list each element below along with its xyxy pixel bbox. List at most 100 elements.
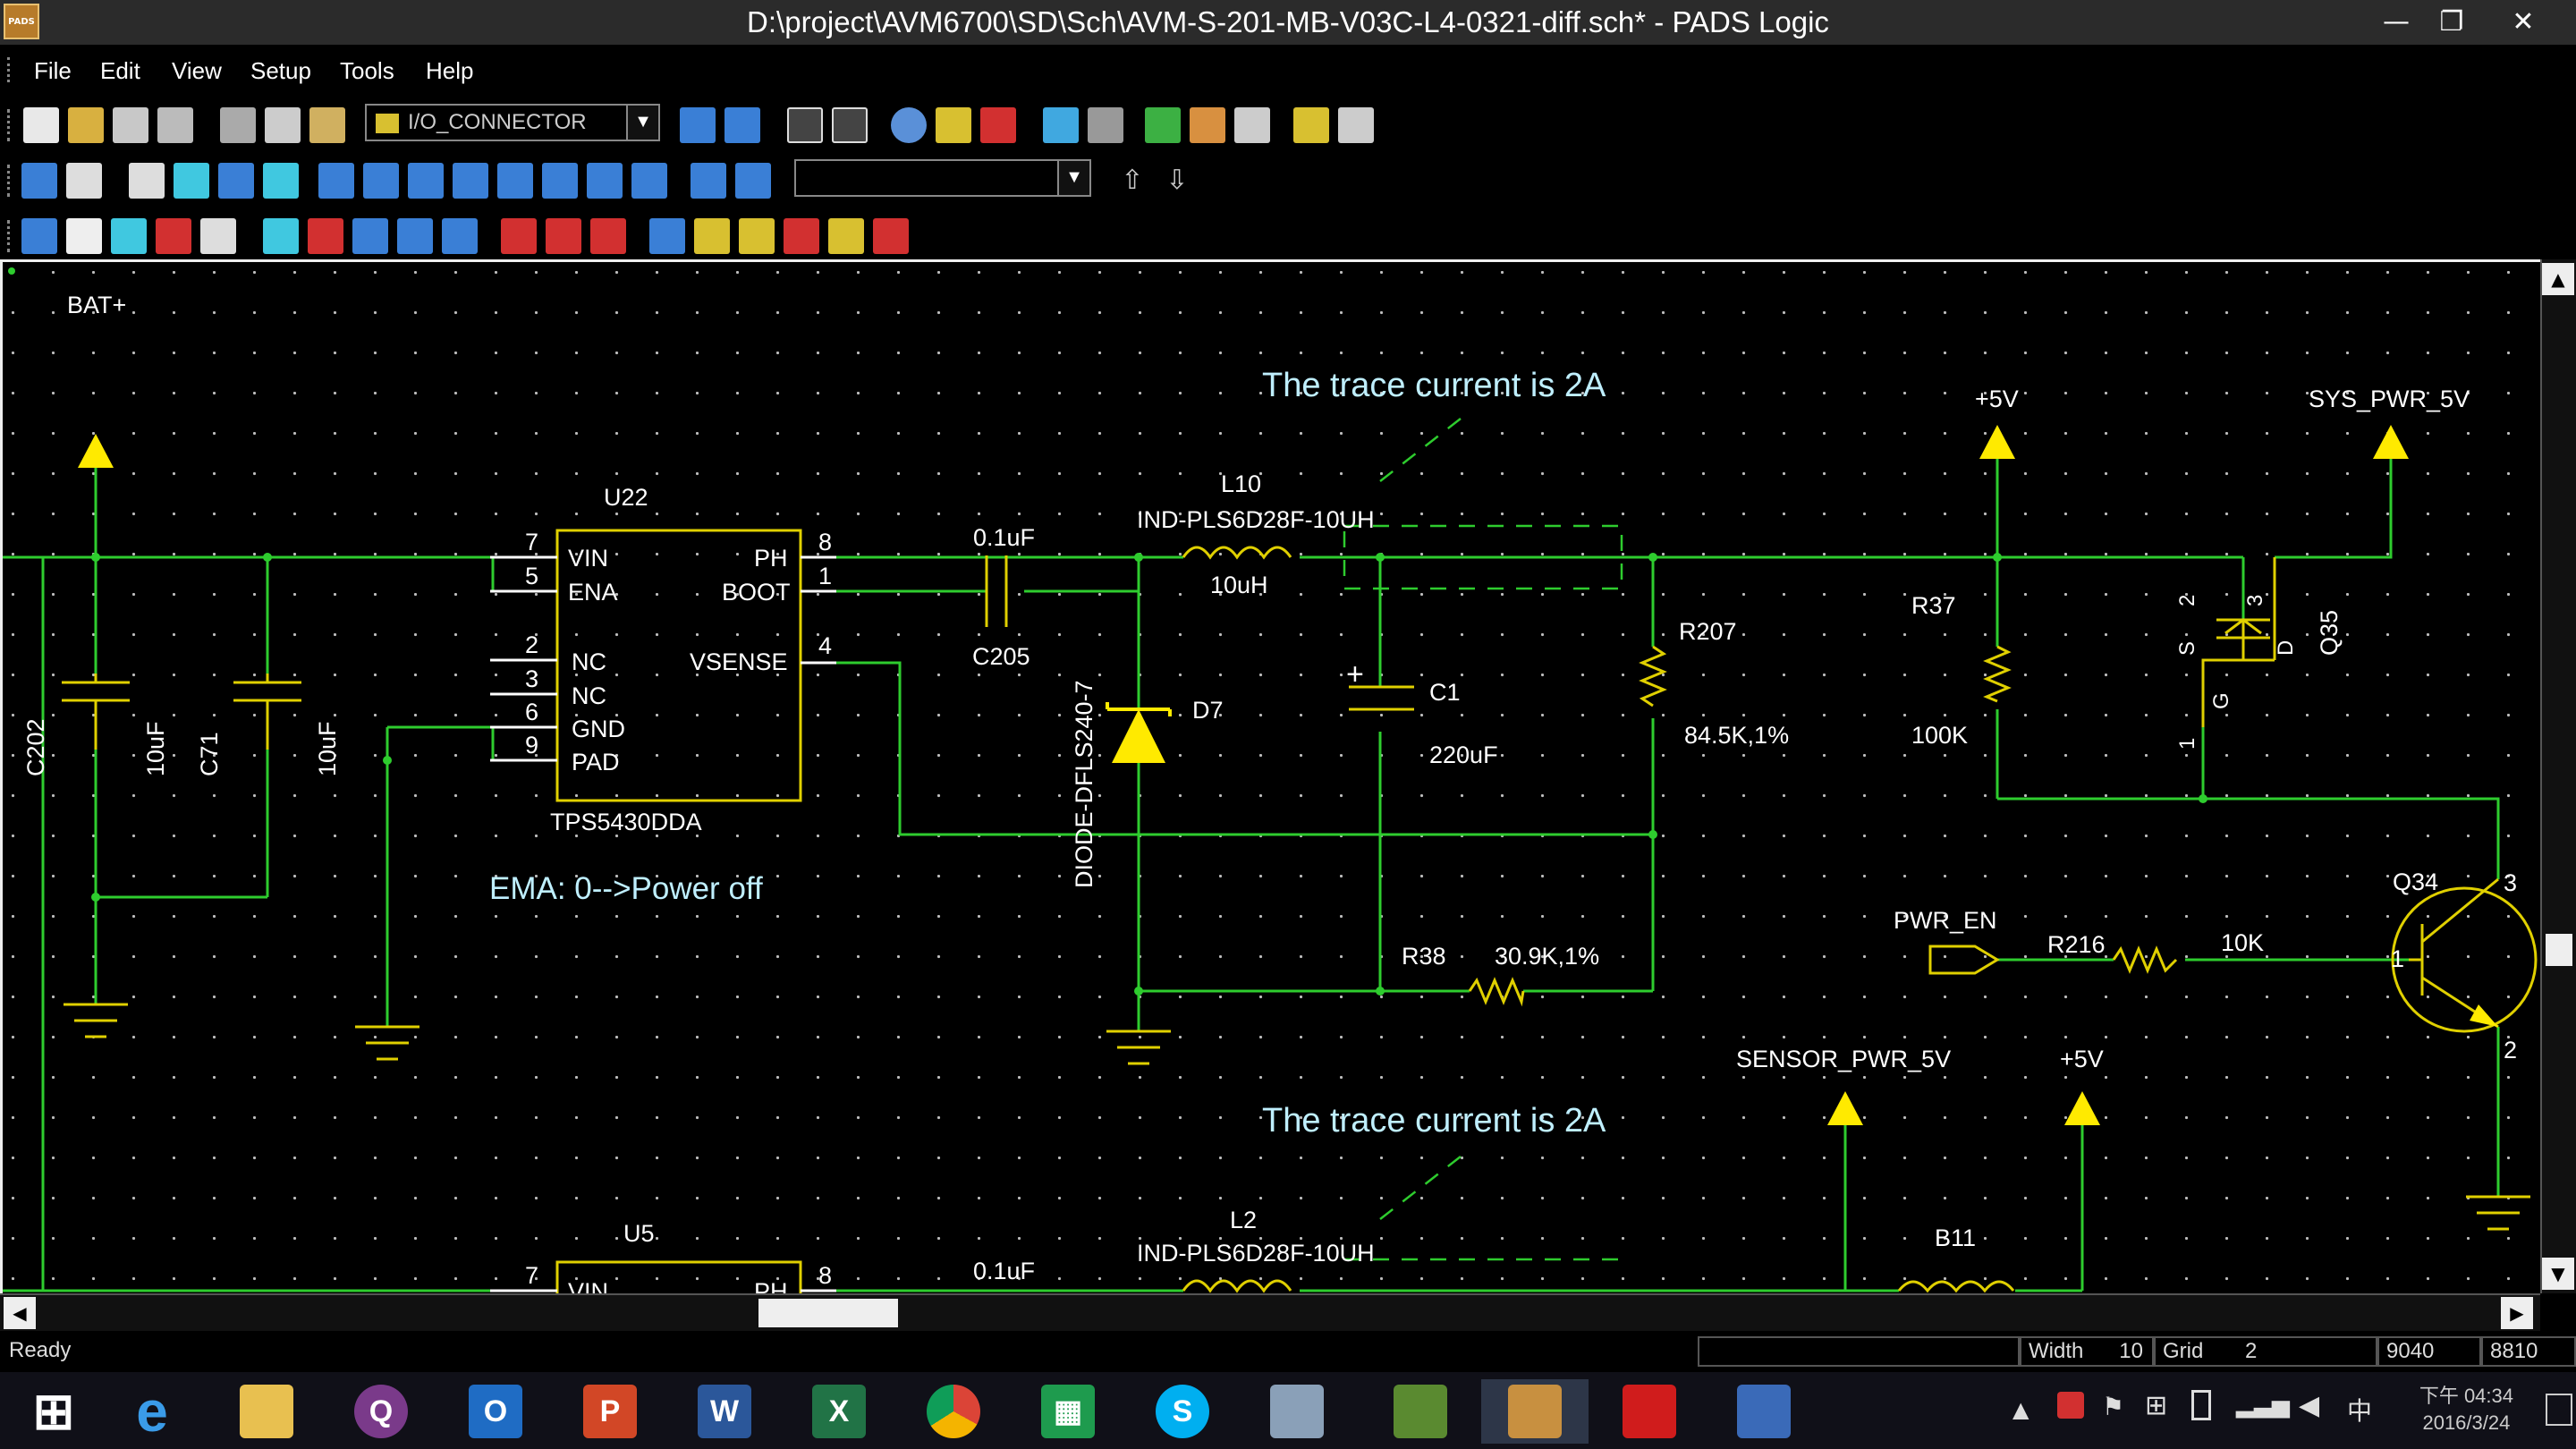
swap-pin-icon[interactable] [352,218,388,254]
d7-diode[interactable] [1106,702,1172,763]
menu-edit[interactable]: Edit [100,57,140,84]
taskbar-outlook[interactable]: O [442,1379,549,1444]
b11-bead[interactable] [1897,1280,2015,1293]
scroll-right-icon[interactable]: ▶ [2501,1297,2533,1329]
volume-icon[interactable]: ◀ [2299,1390,2320,1421]
select-filter-icon[interactable] [680,107,716,143]
part-type-combo[interactable]: I/O_CONNECTOR ▼ [365,104,660,141]
compare-icon[interactable] [1234,107,1270,143]
globe-icon[interactable] [891,107,927,143]
taskbar-excel[interactable]: X [785,1379,893,1444]
net-combo[interactable]: ▼ [794,159,1091,197]
arrow-down-icon[interactable]: ⇩ [1159,163,1195,199]
minimize-button[interactable]: — [2383,6,2410,38]
menu-help[interactable]: Help [426,57,474,84]
taskbar-ie[interactable]: e [98,1379,206,1444]
design-toolbar-icon[interactable] [66,163,102,199]
ground-symbol-icon[interactable] [542,163,578,199]
net-label-icon[interactable] [263,163,299,199]
rotate-icon[interactable] [263,218,299,254]
tray-acrobat-icon[interactable] [2057,1392,2084,1419]
flag-icon[interactable]: ⚑ [2102,1392,2125,1421]
add-part-icon[interactable] [129,163,165,199]
report-icon[interactable] [1293,107,1329,143]
wire-icon[interactable] [363,163,399,199]
taskbar-skype[interactable]: S [1129,1379,1236,1444]
add-connection-icon[interactable] [174,163,209,199]
edit-field-icon[interactable] [739,218,775,254]
vertical-scrollbar[interactable]: ▲ ▼ [2540,259,2576,1293]
print-icon[interactable] [157,107,193,143]
menu-tools[interactable]: Tools [340,57,394,84]
cut-icon[interactable] [220,107,256,143]
swap-gate-icon[interactable] [397,218,433,254]
taskbar-pads-layout[interactable] [1367,1379,1474,1444]
flip-icon[interactable] [308,218,343,254]
move-icon[interactable] [66,218,102,254]
power-symbol-icon[interactable] [497,163,533,199]
restore-button[interactable]: ❐ [2439,6,2464,38]
tray-chevron-icon[interactable]: ▲ [2012,1397,2029,1422]
menu-view[interactable]: View [172,57,222,84]
u5-ic[interactable] [490,1260,836,1300]
redo-icon[interactable] [832,107,868,143]
undo-icon[interactable] [787,107,823,143]
arrow-up-icon[interactable]: ⇧ [1114,163,1150,199]
eco-icon[interactable] [980,107,1016,143]
selection-toolbar-icon[interactable] [21,163,57,199]
off-page-icon[interactable] [453,163,488,199]
scroll-down-icon[interactable]: ▼ [2542,1258,2574,1290]
library-icon[interactable] [936,107,971,143]
text-ab-icon[interactable] [735,163,771,199]
split-segment-icon[interactable] [546,218,581,254]
taskbar-acrobat[interactable] [1596,1379,1703,1444]
taskbar-powerpoint[interactable]: P [556,1379,664,1444]
menu-setup[interactable]: Setup [250,57,311,84]
taskbar-pads-logic[interactable] [1481,1379,1589,1444]
start-button[interactable]: ⊞ [0,1379,107,1444]
ime-indicator[interactable]: 中 [2347,1396,2373,1426]
label-icon[interactable] [631,163,667,199]
taskbar-network[interactable] [1710,1379,1818,1444]
open-icon[interactable] [68,107,104,143]
edit-text-icon[interactable] [694,218,730,254]
tray-windows-icon[interactable]: ⊞ [2145,1390,2168,1421]
u22-ic[interactable] [490,529,836,802]
field-icon[interactable] [691,163,726,199]
pwr-en-connector[interactable] [1928,945,2000,975]
part-icon[interactable] [318,163,354,199]
pads-layout-link-icon[interactable] [1145,107,1181,143]
query-icon[interactable] [649,218,685,254]
l2-inductor[interactable] [1182,1279,1292,1293]
notification-icon[interactable] [2546,1394,2572,1426]
add-corner-icon[interactable] [501,218,537,254]
stretch-icon[interactable] [590,218,626,254]
pin-icon[interactable] [587,163,623,199]
taskbar-q-app[interactable]: Q [327,1379,435,1444]
properties-icon[interactable] [200,218,236,254]
select-pointer-icon[interactable] [21,218,57,254]
menu-file[interactable]: File [34,57,72,84]
add-bus-icon[interactable] [218,163,254,199]
schematic-canvas[interactable]: BAT+ U22 TPS5430DDA 7 VIN 5 ENA 2 NC 3 N… [0,259,2540,1305]
paste-icon[interactable] [309,107,345,143]
taskbar-explorer[interactable] [213,1379,320,1444]
horizontal-scrollbar[interactable]: ◀ ▶ [0,1293,2540,1331]
pads-app-icon[interactable]: PADS [4,4,39,39]
select-net-icon[interactable] [724,107,760,143]
battery-icon[interactable] [2191,1390,2211,1420]
delete-icon[interactable] [156,218,191,254]
q34-transistor[interactable] [2391,877,2538,1033]
settings-icon[interactable] [1338,107,1374,143]
edit-label-icon[interactable] [784,218,819,254]
vertical-scroll-thumb[interactable] [2546,934,2572,966]
chevron-down-icon[interactable]: ▼ [626,106,658,140]
new-icon[interactable] [23,107,59,143]
l10-inductor[interactable] [1182,546,1292,560]
q35-mosfet[interactable] [2201,557,2276,727]
select-area-icon[interactable] [111,218,147,254]
taskbar-chrome[interactable] [900,1379,1007,1444]
scroll-left-icon[interactable]: ◀ [4,1297,36,1329]
edit-part-icon[interactable] [828,218,864,254]
chevron-down-icon[interactable]: ▼ [1057,161,1089,195]
